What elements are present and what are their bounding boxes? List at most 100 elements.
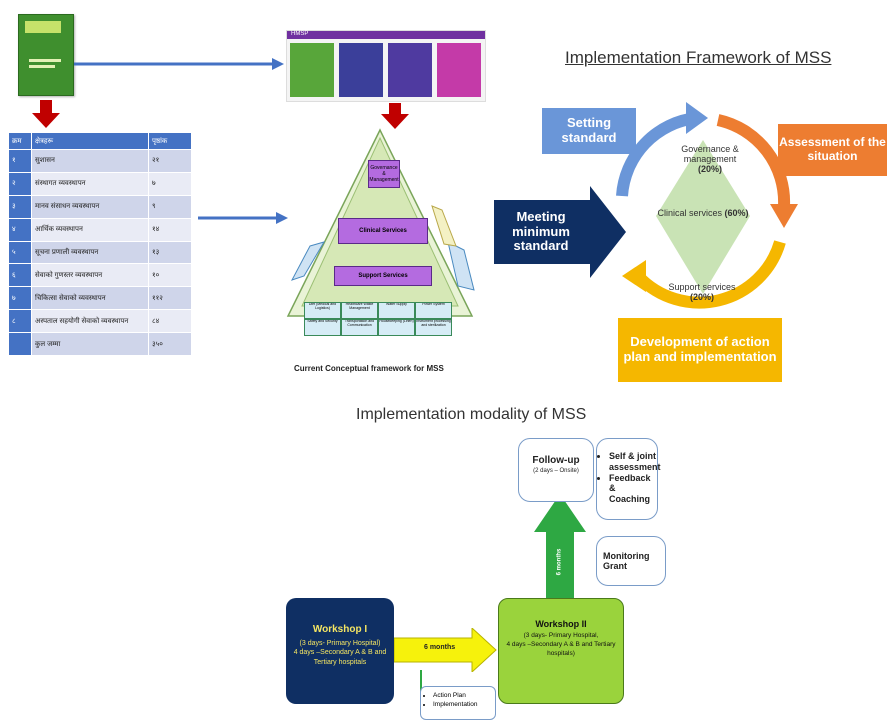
governance-label: Governance & management (20%) — [654, 144, 766, 174]
header-page: पृष्ठांक — [148, 132, 192, 150]
table-area-cell: आर्थिक व्यवस्थापन — [31, 217, 149, 242]
yellow-right-arrow — [394, 628, 497, 672]
pamphlets-banner: HMSP — [287, 31, 485, 39]
table-sn-cell: ५ — [8, 240, 32, 265]
table-sn-cell — [8, 332, 32, 356]
setting-standard-label: Setting standard — [561, 115, 617, 145]
bullet-item: Self & joint assessment — [609, 451, 661, 473]
workshop-line: (3 days- Primary Hospital) — [299, 640, 381, 647]
green-up-arrow — [534, 494, 586, 598]
workshop-line: hospitals) — [547, 649, 575, 657]
table-area-cell: संस्थागत व्यवस्थापन — [31, 171, 149, 196]
followup-title: Follow-up — [532, 455, 580, 466]
header-sn: क्रम — [8, 132, 32, 150]
table-sn-cell: १ — [8, 149, 32, 173]
bullet-item: Implementation — [433, 700, 495, 709]
bullet-item: Action Plan — [433, 691, 495, 700]
blue-arrow-table-to-pyramid — [198, 212, 288, 224]
table-sn-cell: ८ — [8, 309, 32, 333]
table-row: कुल जम्मा३५० — [8, 332, 192, 356]
cycle-arrows — [616, 102, 798, 309]
support-service-box: Safety and Security — [304, 319, 341, 336]
governance-text: Governance & management — [681, 144, 739, 164]
meeting-standard-box: Meeting minimum standard — [494, 200, 588, 264]
pamphlet-1 — [290, 43, 334, 97]
table-pg-cell: ९ — [148, 194, 192, 219]
support-service-box: Healthcare Waste Management — [341, 302, 378, 319]
clinical-label: Clinical services (60%) — [648, 208, 758, 218]
setting-standard-box: Setting standard — [542, 108, 636, 154]
support-service-box: Instrument processing and sterilization — [415, 319, 452, 336]
pamphlet-4 — [437, 43, 481, 97]
table-pg-cell: १३ — [148, 240, 192, 265]
pamphlet-3 — [388, 43, 432, 97]
bullet-item: Feedback & Coaching — [609, 473, 657, 505]
table-pg-cell: ३५० — [148, 332, 192, 356]
table-sn-cell: ३ — [8, 194, 32, 219]
clinical-text: Clinical services — [657, 208, 722, 218]
followup-box: Follow-up (2 days – Onsite) — [518, 438, 594, 502]
support-service-box: Water Supply — [378, 302, 415, 319]
pamphlets-panel: HMSP — [286, 30, 486, 102]
table-pg-cell: ११२ — [148, 286, 192, 311]
table-sn-cell: ४ — [8, 217, 32, 242]
pamphlet-2 — [339, 43, 383, 97]
development-box: Development of action plan and implement… — [618, 318, 782, 382]
table-area-cell: कुल जम्मा — [31, 332, 149, 356]
framework-title: Implementation Framework of MSS — [565, 48, 832, 67]
followup-bullets-box: Self & joint assessmentFeedback & Coachi… — [596, 438, 661, 520]
workshop2-title: Workshop II — [535, 619, 587, 629]
tier-support-label: Support Services — [358, 273, 408, 279]
six-months-horizontal: 6 months — [424, 644, 456, 651]
support-service-box: Transportation and Communication — [341, 319, 378, 336]
table-header-row: क्रम क्षेत्रहरू पृष्ठांक — [8, 132, 192, 150]
red-down-arrow-icon — [32, 100, 60, 128]
guideline-book-cover — [18, 14, 74, 96]
development-label: Development of action plan and implement… — [623, 334, 777, 364]
support-service-boxes: Diet (Medical and Logistics)Healthcare W… — [304, 302, 454, 336]
modality-title: Implementation modality of MSS — [356, 406, 587, 423]
table-area-cell: सूचना प्रणाली व्यवस्थापन — [31, 240, 149, 265]
table-pg-cell: ७ — [148, 171, 192, 196]
workshop2-lines: (3 days- Primary Hospital,4 days –Second… — [499, 632, 623, 658]
meeting-standard-arrow — [494, 186, 626, 278]
tier-governance-label: Governance & Management — [369, 165, 399, 183]
table-area-cell: सुशासन — [31, 149, 149, 173]
governance-pct: (20%) — [697, 164, 722, 174]
assessment-label: Assessment of the situation — [779, 135, 886, 163]
tier-governance: Governance & Management — [368, 160, 400, 188]
table-area-cell: सेवाको गुणस्तर व्यवस्थापन — [31, 263, 149, 288]
tier-support: Support Services — [334, 266, 432, 286]
support-service-box: Diet (Medical and Logistics) — [304, 302, 341, 319]
tier-clinical-label: Clinical Services — [359, 228, 407, 234]
workshop-line: Tertiary hospitals — [313, 658, 367, 666]
six-months-vertical: 6 months — [550, 540, 568, 584]
assessment-box: Assessment of the situation — [778, 124, 887, 176]
table-area-cell: चिकित्सा सेवाको व्यवस्थापन — [31, 286, 149, 311]
support-service-box: Power System — [415, 302, 452, 319]
workshop2-box: Workshop II (3 days- Primary Hospital,4 … — [498, 598, 624, 704]
header-area: क्षेत्रहरू — [31, 132, 149, 150]
tier-clinical: Clinical Services — [338, 218, 428, 244]
workshop-line: (3 days- Primary Hospital, — [523, 632, 599, 639]
workshop1-box: Workshop I (3 days- Primary Hospital)4 d… — [286, 598, 394, 704]
red-down-arrow-icon — [381, 103, 409, 129]
pamphlets-banner-label: HMSP — [291, 31, 309, 37]
support-text: Support services — [668, 282, 736, 292]
table-area-cell: मानव संसाधन व्यवस्थापन — [31, 194, 149, 219]
table-sn-cell: ७ — [8, 286, 32, 311]
meeting-standard-label: Meeting minimum standard — [512, 208, 570, 254]
action-plan-box: Action PlanImplementation — [420, 686, 496, 720]
workshop-line: 4 days –Secondary A & B and Tertiary — [506, 640, 616, 648]
table-sn-cell: ६ — [8, 263, 32, 288]
six-months-vertical-label: 6 months — [556, 548, 563, 576]
monitoring-grant-label: Monitoring Grant — [603, 551, 650, 571]
blue-arrow-book-to-pamphlets — [74, 58, 284, 70]
